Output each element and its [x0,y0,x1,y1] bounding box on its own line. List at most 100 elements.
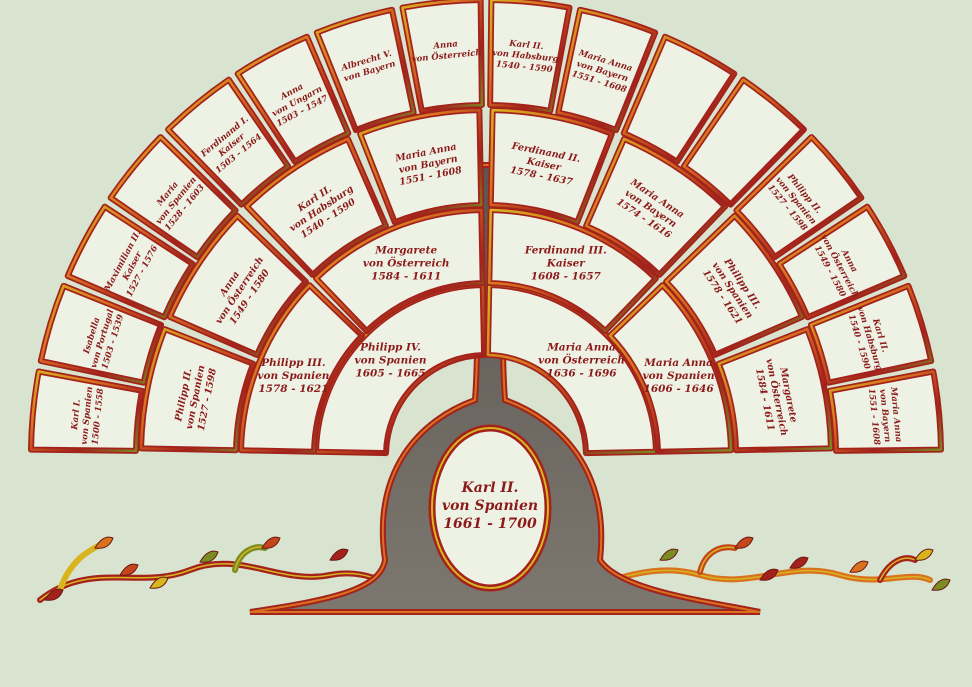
ancestor-frame-highlight [139,327,255,452]
ancestor-name: Maria Anna [546,342,616,354]
ancestor-frame-highlight [735,135,863,259]
ancestor-name: Ferdinand III. [524,244,607,256]
ancestor-frame-highlight [39,284,163,384]
ancestor-dates: 1608 - 1657 [531,270,602,282]
leaf [149,576,169,589]
ancestor-frame-highlight [66,205,194,319]
leaf [119,563,139,576]
leaf [789,556,809,569]
ancestor-frame-highlight [239,283,364,453]
ancestor-dates: 1605 - 1665 [355,368,425,380]
ancestor-frame-highlight [401,0,484,113]
vine-highlight [879,557,916,581]
leaf [914,548,934,561]
ancestor-frame-highlight [809,284,933,384]
ancestor-line2: von Österreich [538,353,625,367]
subject-card[interactable]: Karl II. von Spanien 1661 - 1700 [428,424,552,592]
ancestor-dates: 1584 - 1611 [371,270,441,282]
ancestor-frame-highlight [622,35,736,163]
subject-dates: 1661 - 1700 [443,516,537,532]
tree-trunk-inner [249,164,761,613]
ancestor-frame-highlight [315,8,415,132]
leaf [94,536,114,549]
leaf [199,550,219,563]
ancestor-name: Philipp III. [260,357,325,369]
subject-frame-inner [431,427,549,589]
ancestor-frame-highlight [166,78,290,206]
ancestor-card[interactable] [620,33,738,165]
ancestor-line2: von Spanien [643,370,715,382]
ancestor-dates: 1636 - 1696 [546,368,617,380]
leaf [44,588,64,601]
ancestor-name: Maria Anna [643,357,713,369]
ancestor-name: Karl I. [70,399,83,431]
ancestor-frame-highlight [29,370,144,453]
vine-highlight [699,546,736,573]
ancestor-frame-highlight [168,214,308,357]
ancestor-frame-highlight [358,108,483,224]
ancestor-frame-highlight [584,137,727,277]
ancestor-name: Philipp IV. [359,342,421,354]
ancestor-frame-highlight [557,8,657,132]
subject-name: Karl II. [461,480,519,496]
leaf [734,536,754,549]
ancestor-line2: von Spanien [354,355,426,367]
ancestor-dates: 1606 - 1646 [644,383,715,395]
leaf [759,568,779,581]
ancestor-frame-highlight [488,208,658,333]
ancestor-line2: Kaiser [546,257,587,269]
ancestor-card[interactable] [680,76,807,208]
ancestor-frame-highlight [245,137,388,277]
leaf [849,560,869,573]
ancestor-frame-highlight [488,0,571,113]
ancestor-frame-highlight [236,35,350,163]
ancestor-frame-highlight [682,78,806,206]
leaf [261,536,281,549]
ancestor-card[interactable]: Albrecht V.von Bayern [313,6,417,134]
subject-house: von Spanien [442,498,538,514]
leaf [931,578,951,591]
ancestor-line2: von Österreich [363,255,450,269]
ancestor-frame-highlight [489,108,614,224]
ancestor-frame-highlight [717,327,833,452]
leaf [659,548,679,561]
ancestor-name: Anna [432,39,458,51]
ancestor-frame-highlight [109,135,237,259]
